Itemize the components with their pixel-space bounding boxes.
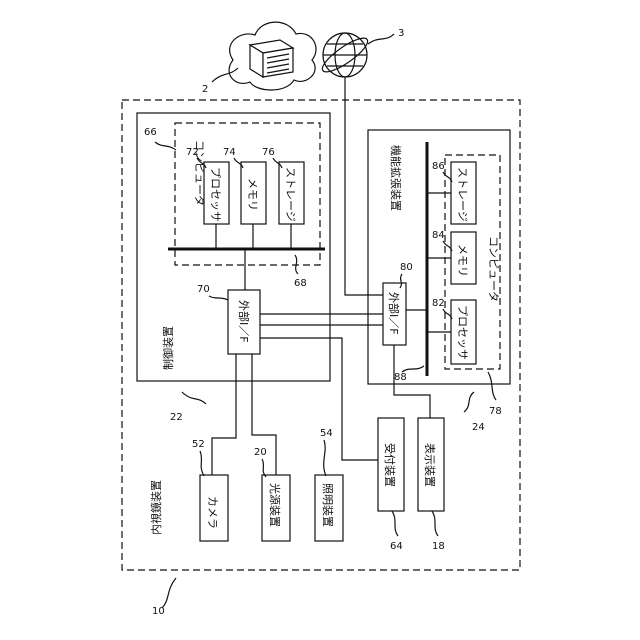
receiver-label: 受付装置 <box>383 443 396 487</box>
memory-b-label: メモリ <box>456 244 469 277</box>
light-source-label: 光源装置 <box>268 483 282 527</box>
ref-memory-a: 74 <box>223 147 236 158</box>
network-leader-line <box>368 34 394 44</box>
ref-computer-a: 66 <box>144 127 157 138</box>
ref-expansion-device: 24 <box>472 422 485 433</box>
ref-illumination: 54 <box>320 428 333 439</box>
computer-b-leader-line <box>488 372 496 400</box>
memory-a-label: メモリ <box>246 178 259 211</box>
ref-server: 2 <box>202 84 208 95</box>
display-label: 表示装置 <box>423 443 437 487</box>
expansion-device-leader-line <box>464 392 474 412</box>
illumination-label: 照明装置 <box>321 483 334 527</box>
ref-network: 3 <box>398 28 404 39</box>
processor-a-label: プロセッサ <box>209 167 222 222</box>
display-leader-line <box>432 511 438 536</box>
ref-bus-b: 88 <box>394 372 407 383</box>
camera-label: カメラ <box>206 496 219 529</box>
receiver-leader-line <box>392 511 398 536</box>
ext-if-b-label: 外部I／F <box>387 292 401 335</box>
ref-memory-b: 84 <box>432 230 445 241</box>
control-device-leader-line <box>182 392 206 404</box>
receiver-link <box>260 338 378 460</box>
ref-storage-a: 76 <box>262 147 275 158</box>
illumination-leader-line <box>324 440 326 476</box>
ref-ext-if-b: 80 <box>400 262 413 273</box>
globe-icon <box>318 33 371 77</box>
ref-storage-b: 86 <box>432 161 445 172</box>
control-device-label: 制御装置 <box>161 326 175 370</box>
ref-ext-if-a: 70 <box>197 284 210 295</box>
endoscope-system-leader-line <box>162 578 176 608</box>
ext-if-a-leader-line <box>209 296 228 300</box>
server-icon <box>250 40 293 77</box>
storage-b-label: ストレージ <box>456 167 469 222</box>
storage-a-label: ストレージ <box>284 167 297 222</box>
ref-display: 18 <box>432 541 445 552</box>
light-source-leader-line <box>262 459 266 477</box>
ref-control-device: 22 <box>170 412 183 423</box>
processor-b-label: プロセッサ <box>456 305 469 360</box>
ref-processor-a: 72 <box>186 147 199 158</box>
network-connection-line <box>345 77 385 295</box>
camera-link <box>212 354 236 475</box>
ref-camera: 52 <box>192 439 205 450</box>
ref-computer-b: 78 <box>489 406 502 417</box>
ref-receiver: 64 <box>390 541 403 552</box>
endoscope-system-label: 内視鏡装置 <box>149 480 163 535</box>
server-cloud <box>229 22 316 90</box>
expansion-device-label: 機能拡張装置 <box>389 145 403 211</box>
ref-bus-a: 68 <box>294 278 307 289</box>
ref-light-source: 20 <box>254 447 267 458</box>
computer-b-label: コンピュータ <box>487 236 500 302</box>
ref-endoscope-system: 10 <box>152 606 165 617</box>
camera-leader-line <box>200 451 204 476</box>
computer-a-leader-line <box>155 142 176 150</box>
ext-if-a-label: 外部I／F <box>237 300 251 343</box>
ref-processor-b: 82 <box>432 298 445 309</box>
